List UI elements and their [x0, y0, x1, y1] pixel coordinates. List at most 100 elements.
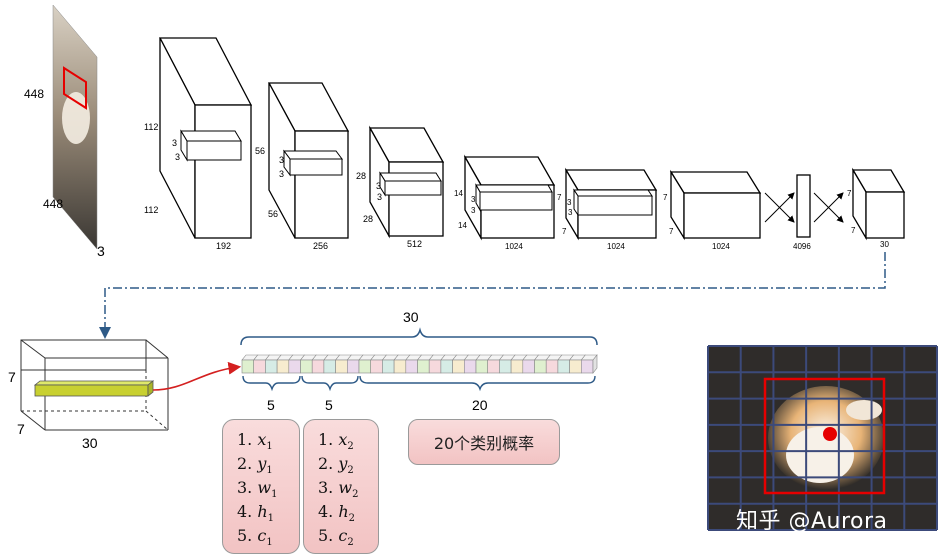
- input-height-label: 448: [24, 87, 44, 101]
- block3-front-label: 28: [363, 214, 373, 224]
- vector-cell: [346, 359, 360, 374]
- input-width-label: 448: [43, 197, 63, 211]
- vector-cell: [557, 359, 570, 374]
- block3-side-label: 28: [356, 171, 366, 181]
- block2-front-label: 56: [268, 209, 278, 219]
- block2-depth-label: 256: [313, 241, 328, 251]
- watermark: 知乎 @Aurora: [736, 509, 888, 534]
- box1-item-5: 5. c1: [237, 526, 273, 549]
- grid-w-label: 7: [17, 421, 25, 437]
- photo-grid-7x7: [707, 345, 938, 531]
- seg1-label: 5: [267, 397, 275, 413]
- block5-front-label: 7: [562, 227, 567, 236]
- box2-item-5: 5. c2: [318, 526, 354, 549]
- seg1-brace: [242, 375, 301, 392]
- box2-item-1: 1. x2: [318, 430, 354, 453]
- block5-side-label: 7: [557, 193, 562, 202]
- vector-cell: [288, 359, 301, 374]
- output-depth-label: 30: [880, 240, 889, 249]
- block1-kernel-h: 3: [172, 138, 177, 148]
- grid-depth-label: 30: [82, 435, 98, 451]
- vector-cell: [463, 359, 477, 374]
- block2-side-label: 56: [255, 146, 265, 156]
- box2-item-2: 2. y2: [318, 454, 354, 477]
- vector-cell: [311, 359, 325, 374]
- block1-front-label: 112: [144, 205, 158, 215]
- vector-cell: [510, 359, 524, 374]
- box1-item-4: 4. h1: [237, 502, 275, 525]
- output-tensor: [851, 167, 906, 241]
- block5-kernel-w: 3: [568, 208, 573, 217]
- conv-block-3: [368, 125, 445, 239]
- seg3-brace: [359, 375, 596, 392]
- block4-side-label: 14: [454, 189, 463, 198]
- input-bounding-box: [63, 66, 87, 110]
- box2-item-4: 4. h2: [318, 502, 356, 525]
- box2-item-3: 3. w2: [318, 478, 359, 501]
- seg2-brace: [301, 375, 359, 392]
- block5-depth-label: 1024: [607, 242, 625, 251]
- conv-block-5: [564, 167, 658, 241]
- vector-30: [241, 354, 598, 374]
- fc-connections-2: [813, 192, 844, 223]
- block4-depth-label: 1024: [505, 242, 523, 251]
- block1-side-label: 112: [144, 122, 158, 132]
- block4-kernel-h: 3: [471, 195, 476, 204]
- vector-cell: [370, 359, 383, 374]
- fc-size-label: 4096: [793, 242, 811, 251]
- block4-kernel-w: 3: [471, 206, 476, 215]
- vector-cell: [522, 359, 535, 374]
- vector-total-label: 30: [403, 309, 419, 325]
- block3-kernel-w: 3: [377, 192, 382, 202]
- block6-side-label: 7: [663, 193, 668, 202]
- class-probabilities-box: 20个类别概率: [408, 419, 560, 465]
- vector-cell: [300, 359, 313, 374]
- block4-front-label: 14: [458, 221, 467, 230]
- seg3-label: 20: [472, 397, 488, 413]
- box1-item-1: 1. x1: [237, 430, 273, 453]
- vector-end-face: [592, 354, 598, 374]
- vector-cell: [545, 359, 559, 374]
- box1-item-3: 3. w1: [237, 478, 278, 501]
- fc-connections-1: [764, 192, 795, 223]
- highlighted-vector: [33, 380, 155, 397]
- vector-cell: [405, 359, 418, 374]
- vector-cell: [475, 359, 488, 374]
- block2-kernel-h: 3: [279, 155, 284, 165]
- expand-arrow: [152, 361, 242, 391]
- conv-block-2: [267, 82, 350, 239]
- vector-cell: [428, 359, 442, 374]
- vector-cell: [382, 359, 395, 374]
- grid-h-label: 7: [8, 369, 16, 385]
- seg2-label: 5: [325, 397, 333, 413]
- block1-depth-label: 192: [216, 241, 231, 251]
- vector-cell: [253, 359, 266, 374]
- vector-cell: [393, 359, 407, 374]
- vector-cell: [534, 359, 547, 374]
- box1-item-2: 2. y1: [237, 454, 273, 477]
- vector-total-brace: [240, 327, 598, 346]
- box1-params: 1. x1 2. y1 3. w1 4. h1 5. c1: [222, 419, 300, 554]
- grid-tensor: [20, 339, 169, 431]
- vector-cell: [323, 359, 336, 374]
- output-side-label: 7: [847, 189, 852, 198]
- vector-cell: [417, 359, 430, 374]
- object-center-dot: [823, 427, 837, 441]
- dashed-connector: [99, 252, 886, 339]
- vector-cell: [569, 359, 582, 374]
- conv-block-4: [463, 154, 556, 241]
- vector-cell: [276, 359, 290, 374]
- vector-cell: [335, 359, 348, 374]
- conv-block-6: [669, 169, 762, 241]
- output-front-label: 7: [851, 226, 856, 235]
- block1-kernel-w: 3: [175, 152, 180, 162]
- box2-params: 1. x2 2. y2 3. w2 4. h2 5. c2: [303, 419, 379, 554]
- vector-cell: [358, 359, 371, 374]
- block6-depth-label: 1024: [712, 242, 730, 251]
- vector-cell: [580, 359, 594, 374]
- input-channels-label: 3: [97, 243, 105, 259]
- input-image: [52, 4, 98, 250]
- vector-cell: [241, 359, 254, 374]
- vector-cell: [499, 359, 512, 374]
